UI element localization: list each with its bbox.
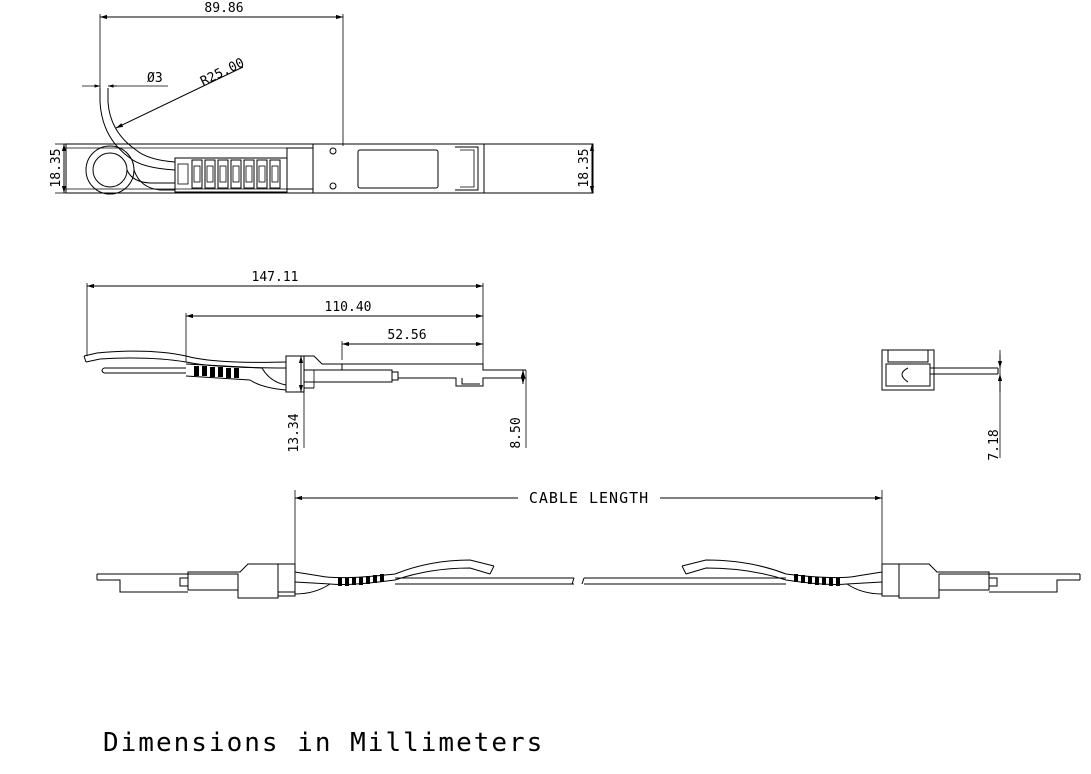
dim-housing-to-end: 52.56 [387, 328, 426, 343]
dim-bend-radius: R25.00 [198, 56, 247, 90]
dim-cable-diameter: Ø3 [147, 71, 163, 86]
top-view: 89.86 Ø3 R25.00 [49, 1, 595, 195]
dim-overall-length: 147.11 [252, 270, 299, 285]
dim-body-height: 8.50 [509, 417, 524, 448]
drawing-title: Dimensions in Millimeters [103, 728, 544, 758]
boot-ribs [177, 159, 281, 189]
side-view: 147.11 110.40 52.56 [83, 270, 527, 453]
right-boot-ribs [794, 574, 840, 586]
left-boot-ribs [338, 574, 384, 586]
assembly-view: CABLE LENGTH [96, 489, 1081, 599]
end-view: 7.18 [881, 349, 1003, 461]
dim-end-height: 7.18 [987, 429, 1002, 460]
dim-width-to-latch: 89.86 [204, 1, 243, 16]
cable-length-label: CABLE LENGTH [529, 489, 649, 507]
dim-height-left: 18.35 [49, 148, 64, 187]
dim-height-right: 18.35 [577, 148, 592, 187]
dim-total-height: 13.34 [287, 413, 302, 452]
dim-pull-tab-to-end: 110.40 [325, 300, 372, 315]
side-boot-ribs [194, 366, 239, 378]
